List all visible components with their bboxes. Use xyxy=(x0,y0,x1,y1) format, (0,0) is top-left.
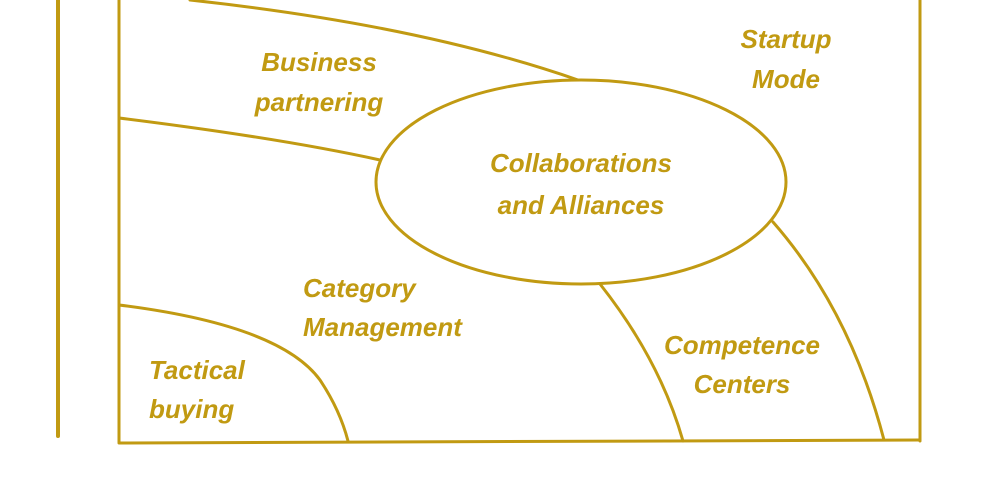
collaborations-ellipse xyxy=(374,78,788,286)
startup-mode-line2: Mode xyxy=(752,64,820,94)
business-partnering-line2: partnering xyxy=(254,87,384,117)
tactical-buying-label-2: buying xyxy=(149,394,234,424)
competence-centers-right-arc xyxy=(771,220,886,442)
center-label-line1: Collaborations xyxy=(490,148,672,178)
competence-centers-line1: Competence xyxy=(664,330,820,360)
category-management-label: Category xyxy=(303,273,417,303)
startup-mode-label: Startup xyxy=(741,24,832,54)
center-label-2: and Alliances xyxy=(498,190,665,220)
startup-mode-label-2: Mode xyxy=(752,64,820,94)
business-partnering-label: Business xyxy=(261,47,377,77)
tactical-buying-line1: Tactical xyxy=(149,355,246,385)
tactical-buying-line2: buying xyxy=(149,394,234,424)
category-management-label-2: Management xyxy=(303,312,463,342)
frame-bottom-edge xyxy=(117,438,922,445)
business-partnering-label-2: partnering xyxy=(254,87,384,117)
business-partnering-line1: Business xyxy=(261,47,377,77)
center-label: Collaborations xyxy=(490,148,672,178)
tactical-buying-label: Tactical xyxy=(149,355,246,385)
competence-centers-left-arc xyxy=(598,282,685,443)
competence-centers-line2: Centers xyxy=(694,369,791,399)
competence-centers-label: Competence xyxy=(664,330,820,360)
business-partnering-lower-arc xyxy=(117,116,382,162)
category-management-line1: Category xyxy=(303,273,417,303)
center-label-line2: and Alliances xyxy=(498,190,665,220)
category-management-line2: Management xyxy=(303,312,463,342)
tactical-buying-arc xyxy=(117,303,350,443)
business-partnering-upper-arc xyxy=(188,0,580,82)
competence-centers-label-2: Centers xyxy=(694,369,791,399)
startup-mode-line1: Startup xyxy=(741,24,832,54)
